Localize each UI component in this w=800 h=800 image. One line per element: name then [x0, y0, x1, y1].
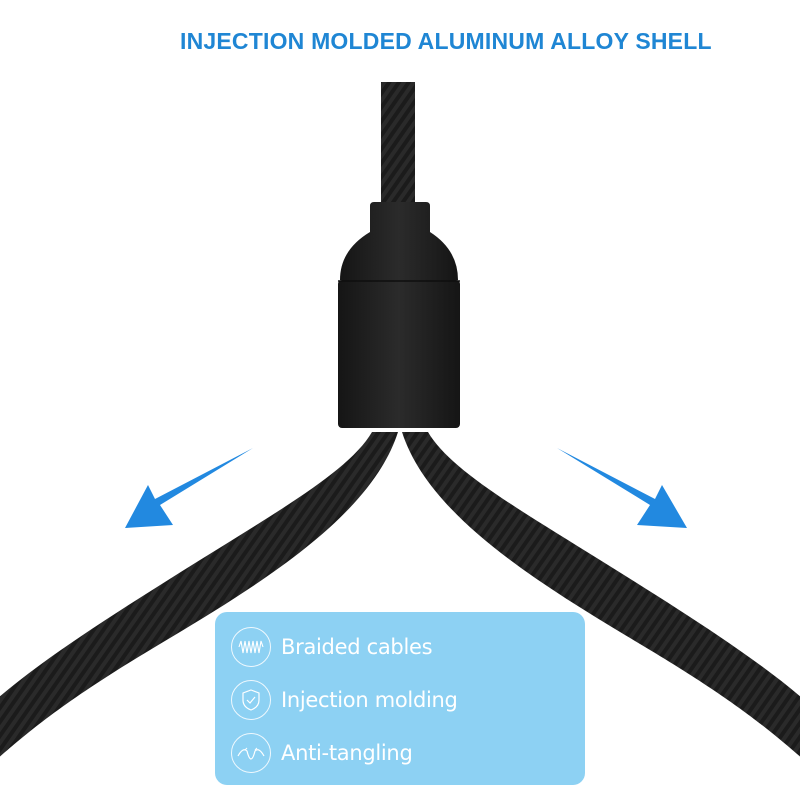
- feature-label: Injection molding: [281, 688, 458, 712]
- right-cable: [402, 432, 800, 757]
- left-cable: [0, 432, 398, 757]
- feature-label: Braided cables: [281, 635, 433, 659]
- headline-title: INJECTION MOLDED ALUMINUM ALLOY SHELL: [180, 28, 712, 54]
- features-panel: Braided cables Injection molding Anti-ta…: [215, 612, 585, 785]
- top-cable: [381, 82, 415, 212]
- aluminum-shell-connector: [338, 202, 460, 428]
- feature-anti-tangling: Anti-tangling: [231, 730, 413, 776]
- braid-icon: [231, 627, 271, 667]
- shield-check-icon: [231, 680, 271, 720]
- feature-braided-cables: Braided cables: [231, 624, 433, 670]
- untangle-icon: [231, 733, 271, 773]
- arrow-down-left-icon: [125, 448, 253, 528]
- feature-injection-molding: Injection molding: [231, 677, 458, 723]
- arrow-down-right-icon: [557, 448, 687, 528]
- feature-label: Anti-tangling: [281, 741, 413, 765]
